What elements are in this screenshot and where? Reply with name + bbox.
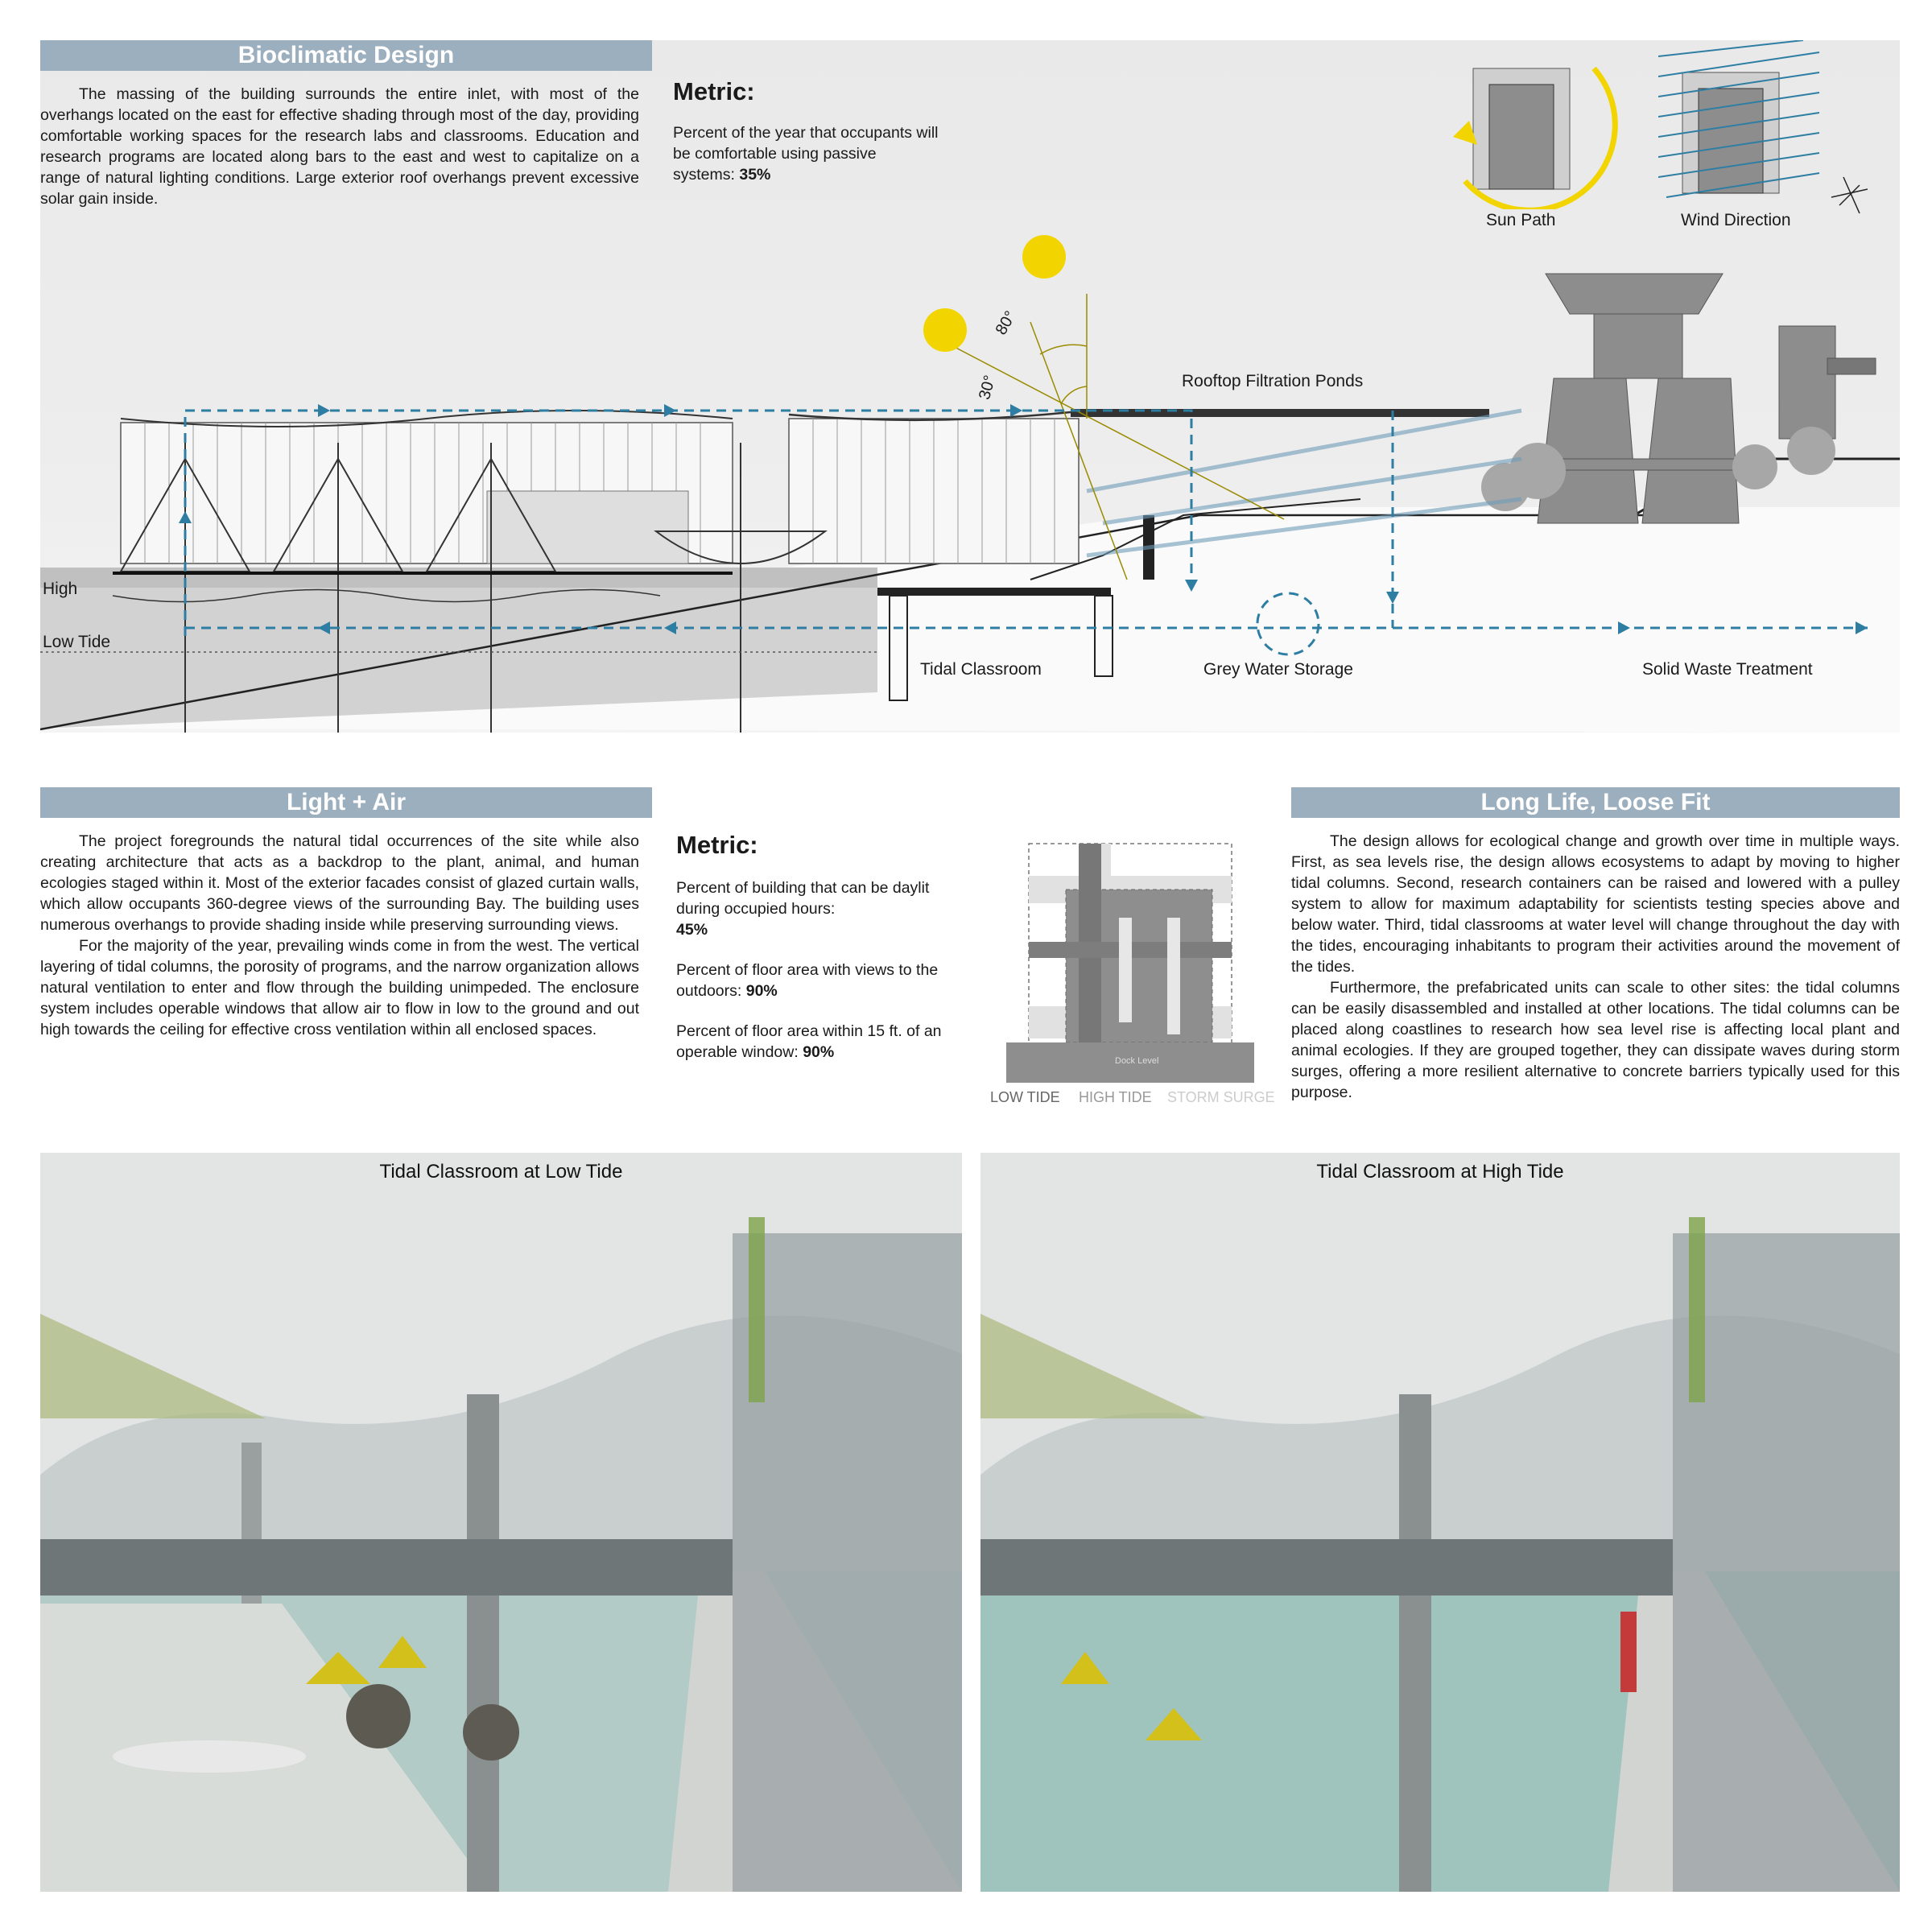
stair-volume bbox=[486, 490, 689, 564]
sun-low bbox=[923, 308, 967, 352]
light-air-heading: Light + Air bbox=[40, 787, 652, 818]
bioclimatic-metric: Percent of the year that occupants will … bbox=[673, 122, 939, 185]
wind-lines bbox=[1086, 408, 1522, 558]
low-tide-legend: LOW TIDE bbox=[990, 1089, 1060, 1105]
west-roof bbox=[120, 410, 733, 427]
long-life-para-1: The design allows for ecological change … bbox=[1291, 832, 1900, 976]
bioclimatic-metric-title: Metric: bbox=[673, 77, 755, 105]
low-tide-label: Low Tide bbox=[43, 633, 111, 651]
render-high-tide: Tidal Classroom at High Tide bbox=[980, 1153, 1900, 1892]
observation-tower bbox=[1513, 273, 1876, 524]
metric-operable-window: Percent of floor area within 15 ft. of a… bbox=[676, 1022, 942, 1061]
light-air-para-2: For the majority of the year, prevailing… bbox=[40, 937, 639, 1038]
long-life-para-2: Furthermore, the prefabricated units can… bbox=[1291, 979, 1900, 1101]
tide-levels-diagram bbox=[1006, 843, 1254, 1083]
long-life-heading: Long Life, Loose Fit bbox=[1291, 787, 1900, 818]
tidal-classroom-label: Tidal Classroom bbox=[920, 660, 1042, 679]
bioclimatic-paragraph: The massing of the building surrounds th… bbox=[40, 85, 639, 208]
high-tide-label: High bbox=[43, 580, 78, 598]
section-diagram bbox=[40, 235, 1900, 733]
render-low-tide: Tidal Classroom at Low Tide bbox=[40, 1153, 962, 1892]
east-roof bbox=[788, 411, 1489, 422]
light-air-metrics: Percent of building that can be daylit d… bbox=[676, 877, 942, 1082]
storm-surge-legend: STORM SURGE bbox=[1167, 1089, 1275, 1105]
tidal-classroom-pier bbox=[889, 595, 908, 701]
sun-angle-lines bbox=[929, 294, 1285, 580]
tidal-classroom-slab bbox=[877, 588, 1111, 596]
rooftop-ponds-slab bbox=[1071, 409, 1489, 417]
wind-direction-label: Wind Direction bbox=[1681, 211, 1791, 229]
bioclimatic-metric-text: Percent of the year that occupants will … bbox=[673, 124, 939, 184]
bioclimatic-metric-value: 35% bbox=[739, 166, 771, 184]
tide-wave bbox=[112, 588, 661, 603]
light-air-para-1: The project foregrounds the natural tida… bbox=[40, 832, 639, 934]
flow-arrowheads bbox=[179, 404, 1868, 634]
water-upper bbox=[40, 568, 877, 588]
solid-waste-label: Solid Waste Treatment bbox=[1642, 660, 1813, 679]
east-mullions bbox=[812, 419, 1055, 564]
grey-water-label: Grey Water Storage bbox=[1203, 660, 1353, 679]
water-area bbox=[40, 588, 877, 729]
sun-path-icon bbox=[1453, 66, 1618, 209]
low-tide-caption: Tidal Classroom at Low Tide bbox=[379, 1161, 623, 1183]
long-life-paragraph: The design allows for ecological change … bbox=[1291, 831, 1900, 1103]
wind-direction-icon bbox=[1658, 40, 1868, 214]
dock-level-label: Dock Level bbox=[1115, 1056, 1159, 1066]
tidal-classroom-pier-2 bbox=[1094, 595, 1113, 677]
sun-high bbox=[1022, 235, 1066, 279]
sun-path-label: Sun Path bbox=[1486, 211, 1556, 229]
metric-daylit: Percent of building that can be daylit d… bbox=[676, 879, 930, 939]
metric-views: Percent of floor area with views to the … bbox=[676, 961, 939, 1000]
bioclimatic-heading: Bioclimatic Design bbox=[40, 40, 652, 71]
rooftop-filtration-label: Rooftop Filtration Ponds bbox=[1182, 372, 1364, 390]
high-tide-legend: HIGH TIDE bbox=[1079, 1089, 1152, 1105]
high-tide-caption: Tidal Classroom at High Tide bbox=[1316, 1161, 1564, 1183]
light-air-metric-title: Metric: bbox=[676, 831, 758, 859]
light-air-paragraph: The project foregrounds the natural tida… bbox=[40, 831, 639, 1040]
